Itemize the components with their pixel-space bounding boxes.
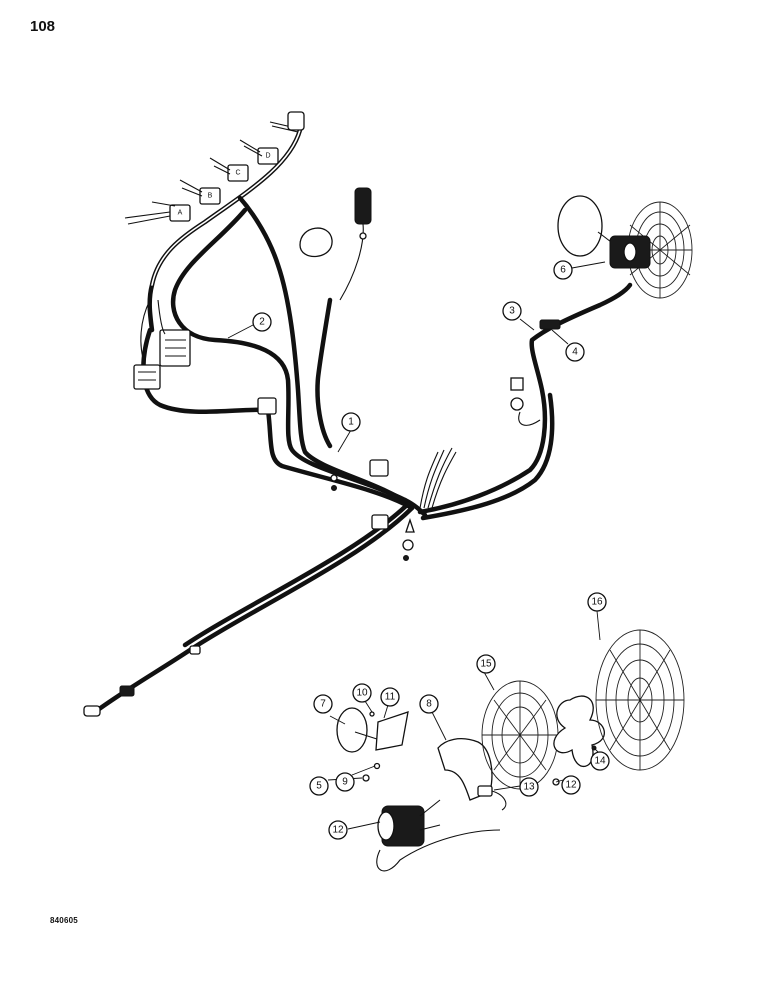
svg-text:6: 6 [560, 265, 566, 276]
svg-text:9: 9 [342, 777, 348, 788]
callout-6: 6 [553, 260, 573, 280]
callout-7: 7 [313, 694, 333, 714]
left-connectors [133, 299, 191, 390]
callout-14: 14 [590, 751, 610, 771]
leader-lines [227, 261, 606, 830]
svg-text:7: 7 [320, 699, 326, 710]
switch-connectors: A B C D [124, 111, 333, 258]
svg-text:A: A [178, 210, 183, 217]
lighter-socket [339, 187, 372, 301]
callout-11: 11 [380, 687, 400, 707]
callout-5: 5 [309, 776, 329, 796]
callout-3: 3 [502, 301, 522, 321]
callout-15: 15 [476, 654, 496, 674]
svg-text:B: B [208, 193, 213, 200]
svg-text:1: 1 [348, 417, 354, 428]
upper-fan-assembly [557, 195, 693, 299]
exploded-fan-parts [336, 629, 685, 872]
svg-text:10: 10 [356, 688, 368, 699]
svg-text:5: 5 [316, 781, 322, 792]
svg-text:D: D [265, 153, 270, 160]
svg-text:2: 2 [259, 317, 265, 328]
svg-text:8: 8 [426, 699, 432, 710]
svg-text:14: 14 [594, 756, 606, 767]
callout-13: 13 [519, 777, 539, 797]
callout-4: 4 [565, 342, 585, 362]
svg-text:11: 11 [385, 692, 396, 703]
junction-switch [257, 397, 389, 530]
right-clip [510, 319, 561, 426]
svg-text:12: 12 [565, 780, 577, 791]
harness-end-connector [83, 645, 201, 717]
drawing-code: 840605 [50, 916, 78, 925]
svg-text:3: 3 [509, 306, 515, 317]
callout-16: 16 [587, 592, 607, 612]
page-number: 108 [30, 18, 56, 35]
svg-text:16: 16 [591, 597, 603, 608]
svg-text:12: 12 [332, 825, 344, 836]
callout-2: 2 [252, 312, 272, 332]
callout-12-motor: 12 [328, 820, 348, 840]
ground-hardware [330, 474, 415, 561]
svg-text:13: 13 [523, 782, 535, 793]
callout-10: 10 [352, 683, 372, 703]
callout-8: 8 [419, 694, 439, 714]
svg-text:C: C [235, 170, 240, 177]
svg-text:15: 15 [480, 659, 492, 670]
callout-1: 1 [341, 412, 361, 432]
callout-9: 9 [335, 772, 355, 792]
svg-text:4: 4 [572, 347, 578, 358]
callout-12-right: 12 [561, 775, 581, 795]
